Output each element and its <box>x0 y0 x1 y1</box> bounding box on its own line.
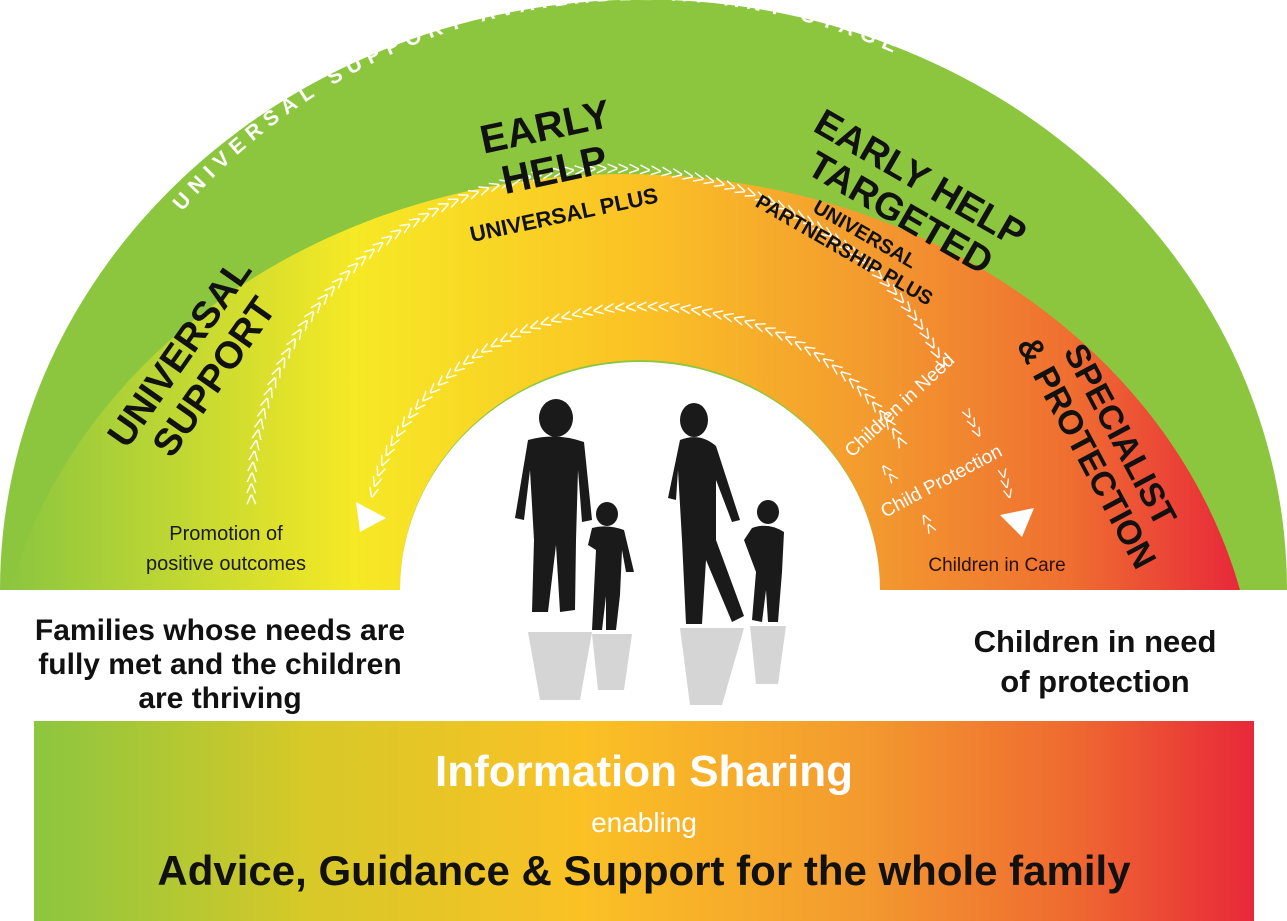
banner-title: Information Sharing <box>435 747 853 796</box>
svg-text:Promotion of: Promotion of <box>169 523 283 545</box>
svg-text:positive outcomes: positive outcomes <box>146 553 306 575</box>
right-arrowhead-icon <box>1000 508 1034 537</box>
promotion-label: Promotion of positive outcomes <box>146 523 306 575</box>
children-in-care-label: Children in Care <box>928 555 1065 576</box>
family-silhouette <box>515 399 784 630</box>
information-sharing-banner: Information Sharing enabling Advice, Gui… <box>34 721 1254 921</box>
banner-bottom: Advice, Guidance & Support for the whole… <box>157 847 1131 894</box>
left-arrowhead-icon <box>356 502 386 532</box>
left-caption: Families whose needs are fully met and t… <box>34 614 406 715</box>
right-caption: Children in need of protection <box>973 624 1217 699</box>
gradient-arc <box>10 174 1240 591</box>
family-reflection <box>528 626 786 705</box>
banner-middle: enabling <box>591 807 697 838</box>
